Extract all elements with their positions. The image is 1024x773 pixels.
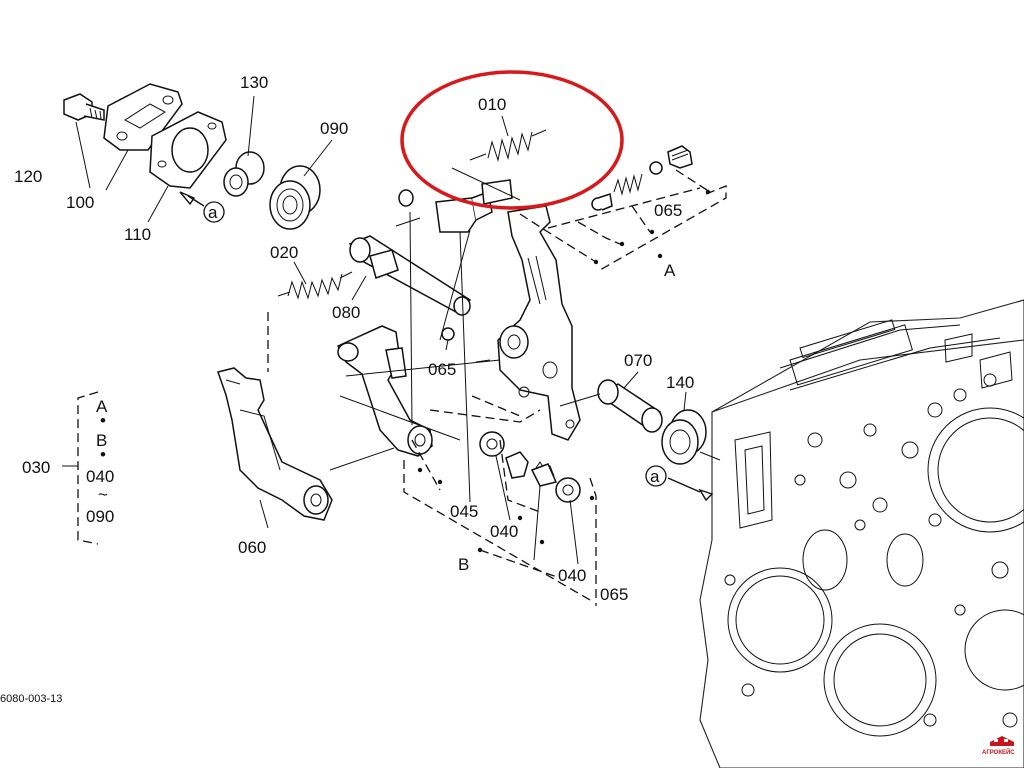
ref-label-b: B <box>458 555 469 574</box>
watermark-logo: АГРОКЕЙС <box>982 736 1015 756</box>
part-080-shaft <box>348 235 472 316</box>
highlight-circle <box>400 70 624 210</box>
part-120-bolt <box>63 93 105 121</box>
part-labels: 010 020 030 040 040 045 060 065 065 065 … <box>14 73 694 604</box>
callout-a-right: a <box>645 465 667 487</box>
label-040-b: 040 <box>558 566 586 585</box>
group-030-dot-1: • <box>100 411 106 430</box>
label-020: 020 <box>270 243 298 262</box>
label-080: 080 <box>332 303 360 322</box>
label-140: 140 <box>666 373 694 392</box>
part-090-bearing <box>269 165 321 230</box>
label-065-group-b: 065 <box>600 585 628 604</box>
label-100: 100 <box>66 193 94 212</box>
watermark-text: АГРОКЕЙС <box>982 748 1015 756</box>
label-065-center: 065 <box>428 360 456 379</box>
part-010-spring <box>469 129 547 162</box>
group-030-line-a: A <box>96 397 108 416</box>
part-060-lever <box>217 367 333 521</box>
group-030-tilde: ~ <box>98 485 108 504</box>
part-100-cover-plate <box>103 83 183 151</box>
part-070-sleeve <box>597 379 663 433</box>
ref-label-a: A <box>664 261 676 280</box>
callout-a-left: a <box>203 201 225 223</box>
group-030-stack: A • B • 040 ~ 090 <box>86 397 114 526</box>
engine-block <box>699 299 1024 769</box>
label-110: 110 <box>124 225 151 244</box>
part-130-collar <box>223 151 265 197</box>
label-070: 070 <box>624 351 652 370</box>
part-065-ball <box>441 327 455 341</box>
drawing-code: 6080-003-13 <box>0 693 62 705</box>
part-140-bearing <box>661 409 707 465</box>
group-030-line-090: 090 <box>86 507 114 526</box>
part-045-rod <box>409 211 471 426</box>
group-030-line-b: B <box>96 431 107 450</box>
label-090: 090 <box>320 119 348 138</box>
part-110-gasket <box>149 111 227 189</box>
part-group-a-springs <box>591 145 693 211</box>
label-030: 030 <box>22 458 50 477</box>
group-030-line-040: 040 <box>86 467 114 486</box>
part-020-spring <box>277 271 353 300</box>
label-045: 045 <box>450 502 478 521</box>
part-group-b <box>479 431 581 503</box>
leader-lines <box>62 95 727 606</box>
label-130: 130 <box>240 73 268 92</box>
group-030-dot-2: • <box>100 445 106 464</box>
callout-a-right-text: a <box>650 467 660 486</box>
part-governor-lever <box>475 205 581 441</box>
label-120: 120 <box>14 167 42 186</box>
label-060: 060 <box>238 538 266 557</box>
callout-a-left-text: a <box>208 203 218 222</box>
label-040-a: 040 <box>490 522 518 541</box>
label-065-group-a: 065 <box>654 201 682 220</box>
label-010: 010 <box>478 95 506 114</box>
part-lever-arm <box>336 325 433 457</box>
